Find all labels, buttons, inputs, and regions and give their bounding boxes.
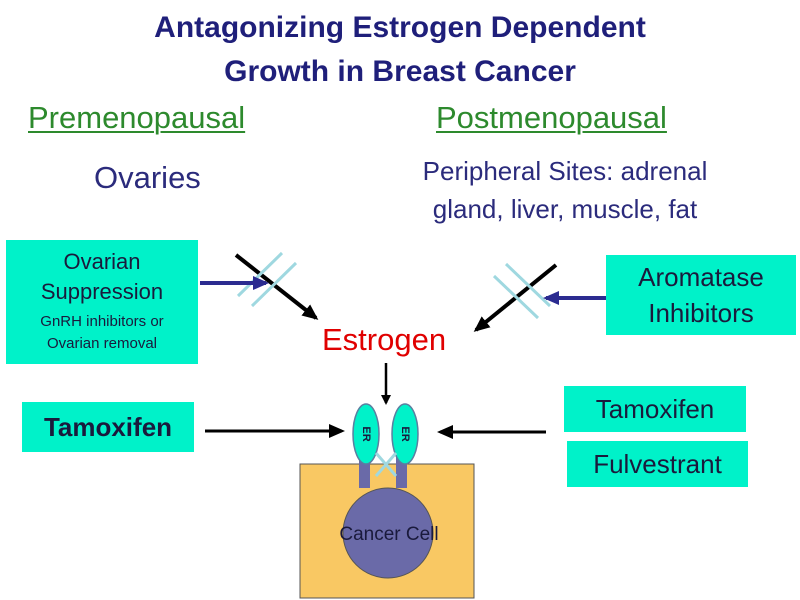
- aromatase-box-line-1: Aromatase: [638, 262, 764, 292]
- estrogen-receptor-left: [352, 403, 380, 465]
- ovarian-suppression-box: Ovarian Suppression GnRH inhibitors or O…: [6, 240, 198, 364]
- receptor-label-right: ER: [399, 426, 411, 441]
- estrogen-label: Estrogen: [322, 322, 447, 357]
- aromatase-inhibitors-box: Aromatase Inhibitors: [606, 255, 796, 335]
- title-line-1: Antagonizing Estrogen Dependent: [154, 11, 646, 44]
- aromatase-box-line-2: Inhibitors: [648, 298, 754, 328]
- peripheral-sites-line-1: Peripheral Sites: adrenal: [422, 156, 708, 186]
- ovarian-box-line-2: Suppression: [40, 279, 164, 304]
- aromatase-block-line-a: [492, 274, 540, 320]
- ovaries-to-estrogen-arrow: [234, 253, 319, 320]
- receptor-label-left: ER: [360, 426, 372, 441]
- ovarian-block-line-b: [250, 261, 298, 308]
- fulvestrant-box: Fulvestrant: [567, 441, 748, 487]
- tamoxifen-right-box: Tamoxifen: [564, 386, 746, 432]
- ovarian-box-sub-line-2: Ovarian removal: [46, 335, 158, 352]
- receptor-stem-left: [359, 448, 370, 488]
- ovarian-box-line-1: Ovarian: [63, 249, 141, 274]
- peripheral-sites-label: Peripheral Sites: adrenal gland, liver, …: [380, 152, 750, 228]
- receptor-stem-right: [396, 448, 407, 488]
- receptor-block-x-b: [374, 452, 398, 477]
- title-line-2: Growth in Breast Cancer: [224, 55, 576, 88]
- cancer-cell-label: Cancer Cell: [339, 524, 438, 545]
- ovarian-box-sub-line-1: GnRH inhibitors or: [40, 313, 164, 330]
- ovarian-block-line-a: [236, 251, 284, 298]
- peripheral-sites-line-2: gland, liver, muscle, fat: [432, 194, 698, 224]
- ovaries-label: Ovaries: [94, 160, 201, 195]
- nucleus: [342, 487, 434, 579]
- premenopausal-heading: Premenopausal: [28, 100, 246, 135]
- postmenopausal-heading: Postmenopausal: [436, 100, 667, 135]
- aromatase-block-line-b: [504, 262, 552, 308]
- tamoxifen-left-box: Tamoxifen: [22, 402, 194, 452]
- estrogen-receptor-right: [391, 403, 419, 465]
